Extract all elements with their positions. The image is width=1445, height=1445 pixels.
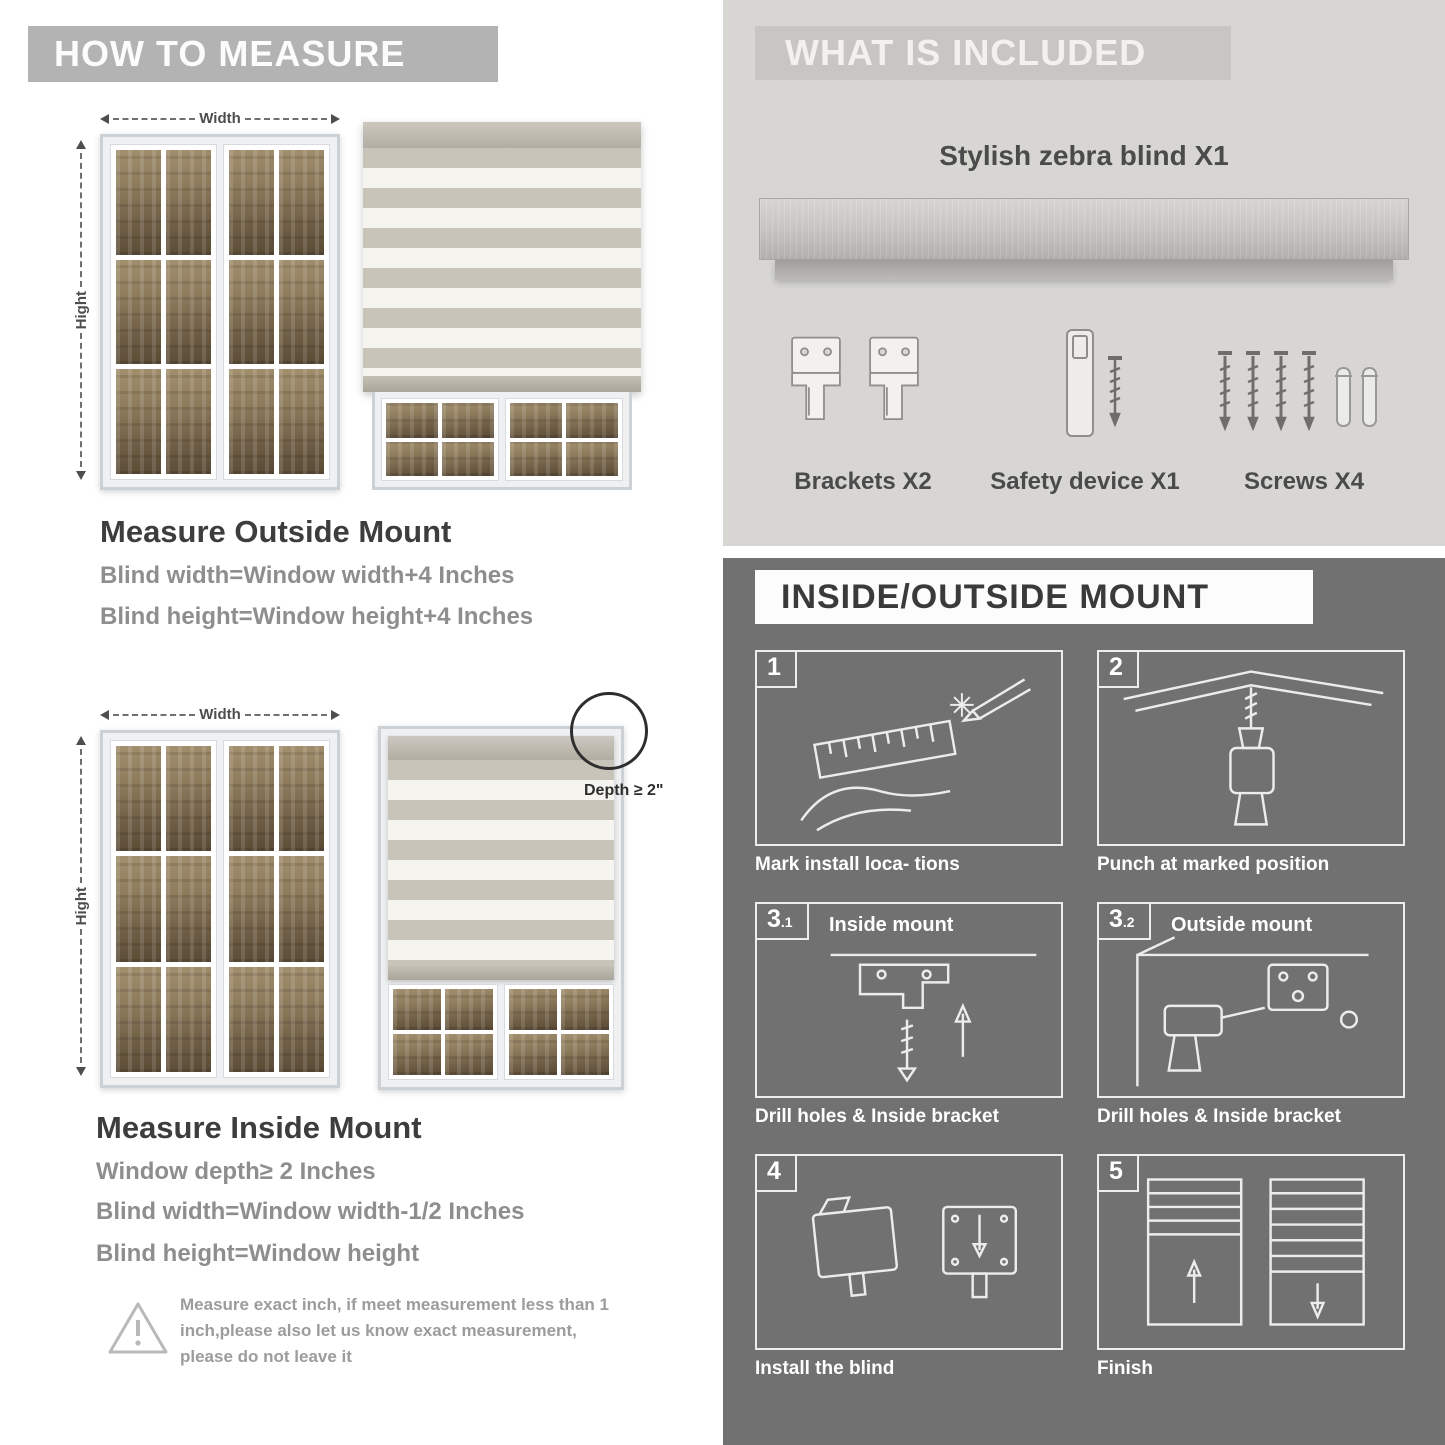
inside-mount-formula-width: Blind width=Window width-1/2 Inches [96,1198,525,1225]
screws-icon [1211,340,1391,449]
zebra-blind-illustration [363,122,641,392]
mount-instructions-panel: INSIDE/OUTSIDE MOUNT 1 [723,558,1445,1445]
width-label: Width [199,110,241,127]
outside-mount-formula-height: Blind height=Window height+4 Inches [100,603,534,630]
blind-stripes [363,148,641,376]
step-5-illustration [1146,1178,1365,1326]
inside-mount-formula-height: Blind height=Window height [96,1240,420,1267]
depth-callout-circle [570,692,648,770]
arrow-right-icon [331,113,341,124]
height-label: Hight [72,886,90,926]
step-2-box: 2 [1097,650,1405,846]
step-number: 3.1 [757,904,809,940]
blind-cassette [363,122,641,148]
height-arrow: Hight [72,736,90,1077]
step-1: 1 [755,650,1063,876]
step-4-illustration [811,1196,1017,1299]
step-3-1-box: 3.1 Inside mount [755,902,1063,1098]
step-number: 3.2 [1099,904,1151,940]
arrow-down-icon [76,471,86,481]
window-sash [505,398,623,481]
step-3-1: 3.1 Inside mount [755,902,1063,1128]
mount-header: INSIDE/OUTSIDE MOUNT [755,570,1313,624]
arrow-right-icon [331,709,341,720]
inside-mount-blind-illustration [378,726,624,1090]
step-3-1-caption: Drill holes & Inside bracket [755,1106,999,1127]
window-under-blind [372,392,632,490]
arrow-left-icon [100,709,109,720]
step-2-caption: Punch at marked position [1097,854,1330,875]
outside-mount-title: Measure Outside Mount [100,514,452,549]
window-sash [388,984,498,1080]
step-5-caption: Finish [1097,1358,1153,1379]
step-2: 2 Pu [1097,650,1405,876]
depth-label: Depth ≥ 2" [584,782,664,799]
step-5: 5 [1097,1154,1405,1380]
step-number: 4 [757,1156,797,1192]
step-3-2-illustration [1136,936,1369,1087]
bracket-icon [791,336,841,420]
height-label: Hight [72,290,90,330]
inside-mount-depth-rule: Window depth≥ 2 Inches [96,1158,376,1185]
step-number: 2 [1099,652,1139,688]
arrow-up-icon [76,736,86,745]
window-under-blind [388,984,614,1080]
step-5-box: 5 [1097,1154,1405,1350]
width-arrow: Width [100,706,341,723]
step-1-caption: Mark install loca- tions [755,854,960,875]
height-arrow: Hight [72,140,90,481]
measurement-warning-text: Measure exact inch, if meet measurement … [180,1295,609,1366]
window-sash [223,740,330,1078]
blind-stripes [388,760,614,966]
step-3-2-box: 3.2 Outside mount [1097,902,1405,1098]
window-sash [110,740,217,1078]
how-to-measure-header: HOW TO MEASURE [28,26,498,82]
right-panel: WHAT IS INCLUDED Stylish zebra blind X1 [723,0,1445,1445]
arrow-up-icon [76,140,86,149]
arrow-down-icon [76,1067,86,1077]
step-3-1-title: Inside mount [829,914,954,936]
window-illustration [100,730,340,1088]
step-number: 1 [757,652,797,688]
mount-steps-grid: 1 [755,650,1405,1380]
step-3-2-caption: Drill holes & Inside bracket [1097,1106,1341,1127]
brackets-icons [785,330,925,432]
inside-mount-title: Measure Inside Mount [96,1110,422,1145]
item-label-brackets: Brackets X2 [794,468,932,495]
item-label-screws: Screws X4 [1243,468,1365,495]
window-illustration [100,134,340,490]
step-4-box: 4 [755,1154,1063,1350]
step-1-box: 1 [755,650,1063,846]
blind-bottom-rail [363,376,641,392]
width-label: Width [199,706,241,723]
step-3-2: 3.2 Outside mount [1097,902,1405,1128]
item-label-safety-device: Safety device X1 [990,468,1180,495]
outside-mount-formula-width: Blind width=Window width+4 Inches [100,562,515,589]
what-is-included-panel: WHAT IS INCLUDED Stylish zebra blind X1 [723,0,1445,546]
blind-product-label: Stylish zebra blind X1 [939,140,1229,171]
step-3-2-title: Outside mount [1171,914,1313,936]
step-1-illustration [800,678,1032,832]
window-sash [223,144,330,480]
step-number: 5 [1099,1156,1139,1192]
step-3-1-illustration [830,953,1037,1083]
warning-triangle-icon [108,1302,168,1354]
window-sash [381,398,499,481]
step-4: 4 [755,1154,1063,1380]
width-arrow: Width [100,110,341,127]
blind-cassette-image [759,198,1409,260]
arrow-left-icon [100,113,109,124]
blind-bottom-rail [388,966,614,980]
step-4-caption: Install the blind [755,1358,895,1379]
what-is-included-header: WHAT IS INCLUDED [755,26,1231,80]
step-2-illustration [1123,670,1384,826]
blind-cassette-underside [775,260,1393,280]
safety-device-icon [1053,326,1143,449]
bracket-icon [869,336,919,420]
window-sash [110,144,217,480]
zebra-blind-illustration [388,736,614,980]
window-sash [504,984,614,1080]
